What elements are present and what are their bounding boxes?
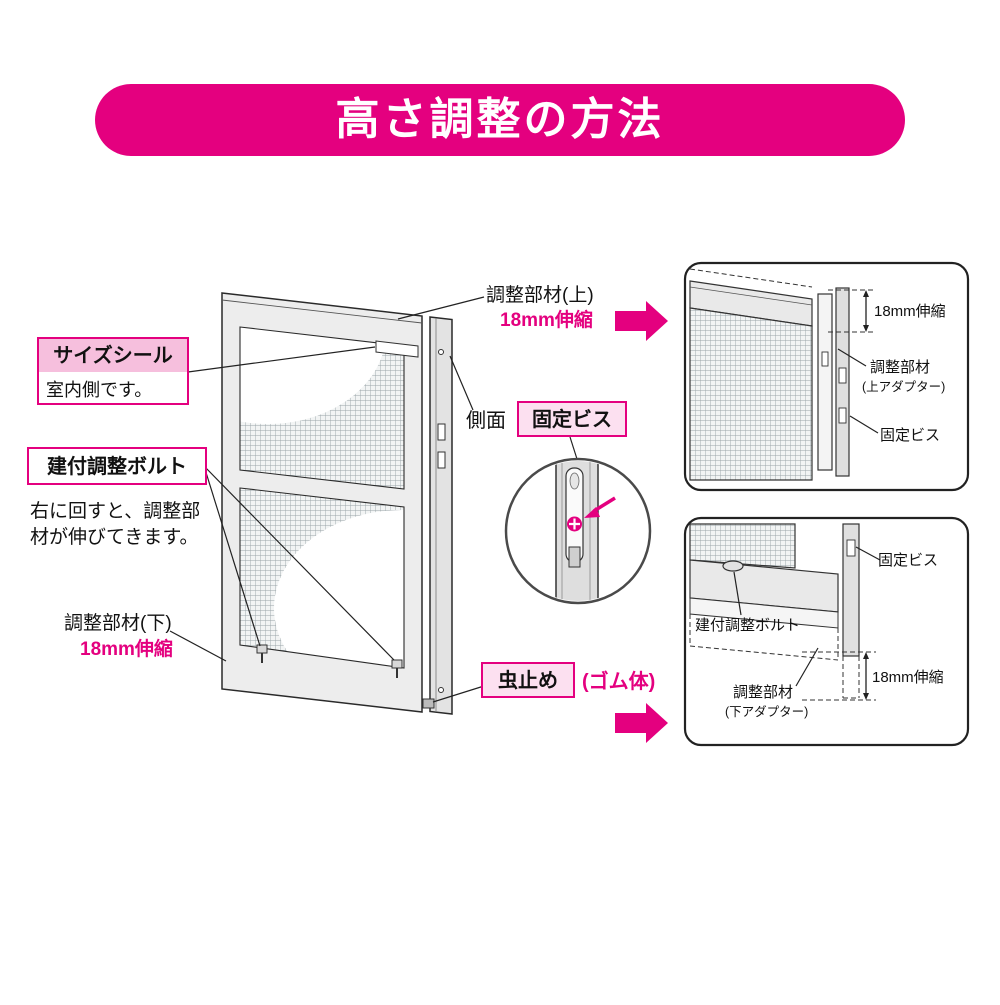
bottom-range-text: 18mm伸縮 [872, 669, 944, 686]
top-fixing-screw: 固定ビス [880, 427, 940, 444]
upper-adapter-bar [817, 293, 833, 471]
bottom-member-line2: (下アダプター) [725, 704, 808, 719]
lower-member-text: 調整部材(下) [64, 612, 172, 634]
panel-mesh [689, 523, 796, 569]
lower-member-label: 調整部材(下) 18mm伸縮 [64, 612, 173, 660]
banner-pill [95, 84, 905, 156]
side-face-text: 側面 [466, 409, 506, 432]
panel-mesh [689, 307, 813, 481]
arrow-right-bottom-icon [615, 703, 668, 743]
upper-member-text: 調整部材(上) [486, 284, 594, 306]
top-member-line2: (上アダプター) [862, 379, 945, 394]
bug-stop-rubber [422, 698, 435, 709]
arrow-right-top-icon [615, 301, 668, 341]
bug-stop-box [481, 662, 575, 698]
size-seal [375, 340, 419, 358]
mesh-highlight [240, 327, 386, 424]
adjust-bolt-left [256, 644, 268, 663]
bug-stop-label: 虫止め (ゴム体) [481, 662, 655, 698]
upper-member-label: 調整部材(上) 18mm伸縮 [486, 284, 594, 331]
bolt-note-line2: 材が伸びてきます。 [30, 526, 199, 548]
upper-member-range: 18mm伸縮 [500, 308, 593, 331]
bolt-note-line1: 右に回すと、調整部 [30, 500, 200, 522]
adjust-bolt-title: 建付調整ボルト [47, 454, 187, 478]
bottom-detail-panel: 固定ビス 建付調整ボルト 調整部材 (下アダプター) 18mm伸縮 [683, 516, 970, 747]
top-member-line1: 調整部材 [870, 359, 930, 376]
size-seal-label-header [38, 338, 188, 372]
fixing-screw-text: 固定ビス [532, 407, 612, 431]
bottom-fixing-screw: 固定ビス [878, 552, 938, 569]
screen-door-drawing [221, 292, 453, 715]
screw-pointer-arrowhead-icon [584, 507, 600, 518]
size-seal-title: サイズシール [53, 343, 172, 367]
mesh-highlight [274, 510, 404, 668]
bug-stop-note: (ゴム体) [582, 669, 655, 693]
leader-lines [169, 296, 578, 703]
bolt-head-icon [722, 560, 744, 572]
size-seal-label: サイズシール 室内側です。 [37, 337, 189, 405]
lower-member-range: 18mm伸縮 [80, 637, 173, 660]
outer-rail-bar [842, 523, 860, 657]
side-rail [429, 316, 453, 715]
bottom-adjust-bolt: 建付調整ボルト [695, 617, 800, 634]
size-seal-note: 室内側です。 [46, 380, 152, 400]
page-title: 高さ調整の方法 [336, 95, 665, 144]
top-range-text: 18mm伸縮 [874, 303, 946, 320]
fixing-screw-box [517, 401, 627, 437]
adjust-bolt-label: 建付調整ボルト 右に回すと、調整部 材が伸びてきます。 [27, 447, 207, 548]
bug-stop-text: 虫止め [498, 668, 558, 692]
lower-mesh [240, 488, 404, 668]
screw-detail-circle [504, 457, 652, 605]
top-detail-panel: 18mm伸縮 調整部材 (上アダプター) 固定ビス [683, 261, 970, 492]
title-banner: 高さ調整の方法 [95, 84, 905, 156]
adjust-bolt-right [391, 659, 403, 678]
adjust-bolt-box [27, 447, 207, 485]
side-face-label: 側面 固定ビス [466, 401, 627, 437]
screw-pointer-line [593, 496, 616, 513]
size-seal-label-box [37, 337, 189, 405]
bottom-member-line1: 調整部材 [733, 684, 793, 701]
